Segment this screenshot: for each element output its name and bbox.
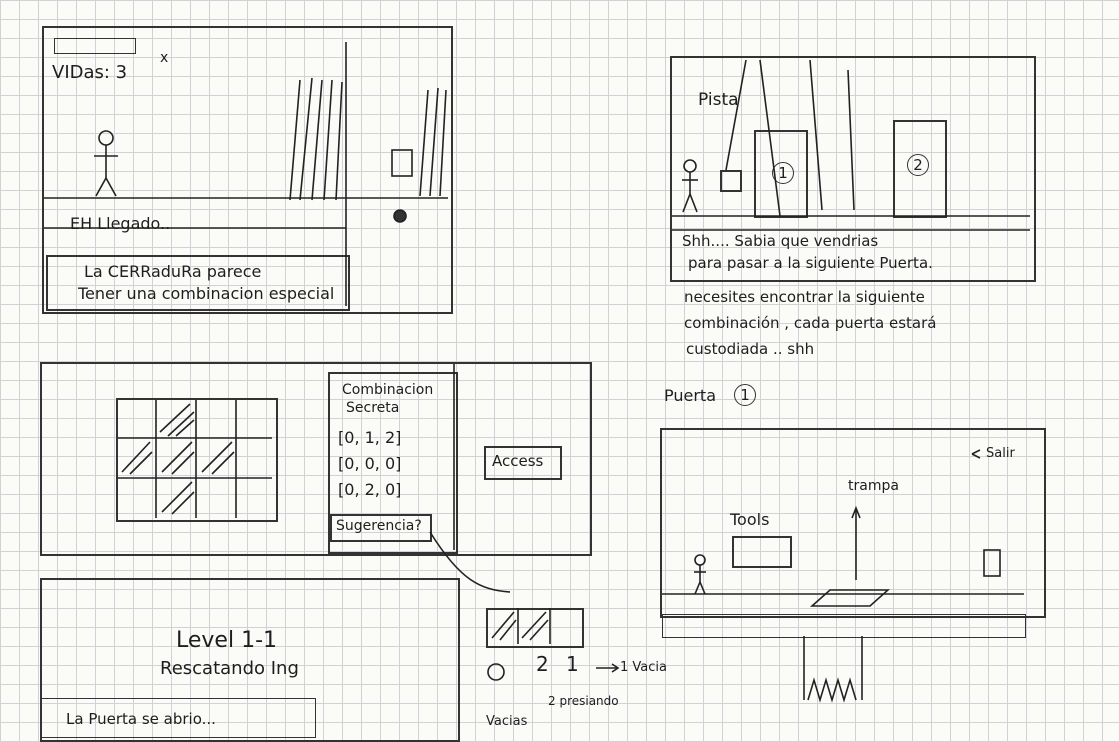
inventory-art: [488, 608, 618, 680]
door-room-art: [662, 450, 1024, 700]
hint-scene-art: [672, 60, 1030, 230]
intro-scene-art: [44, 42, 448, 306]
puzzle-grid-art: [118, 364, 510, 592]
